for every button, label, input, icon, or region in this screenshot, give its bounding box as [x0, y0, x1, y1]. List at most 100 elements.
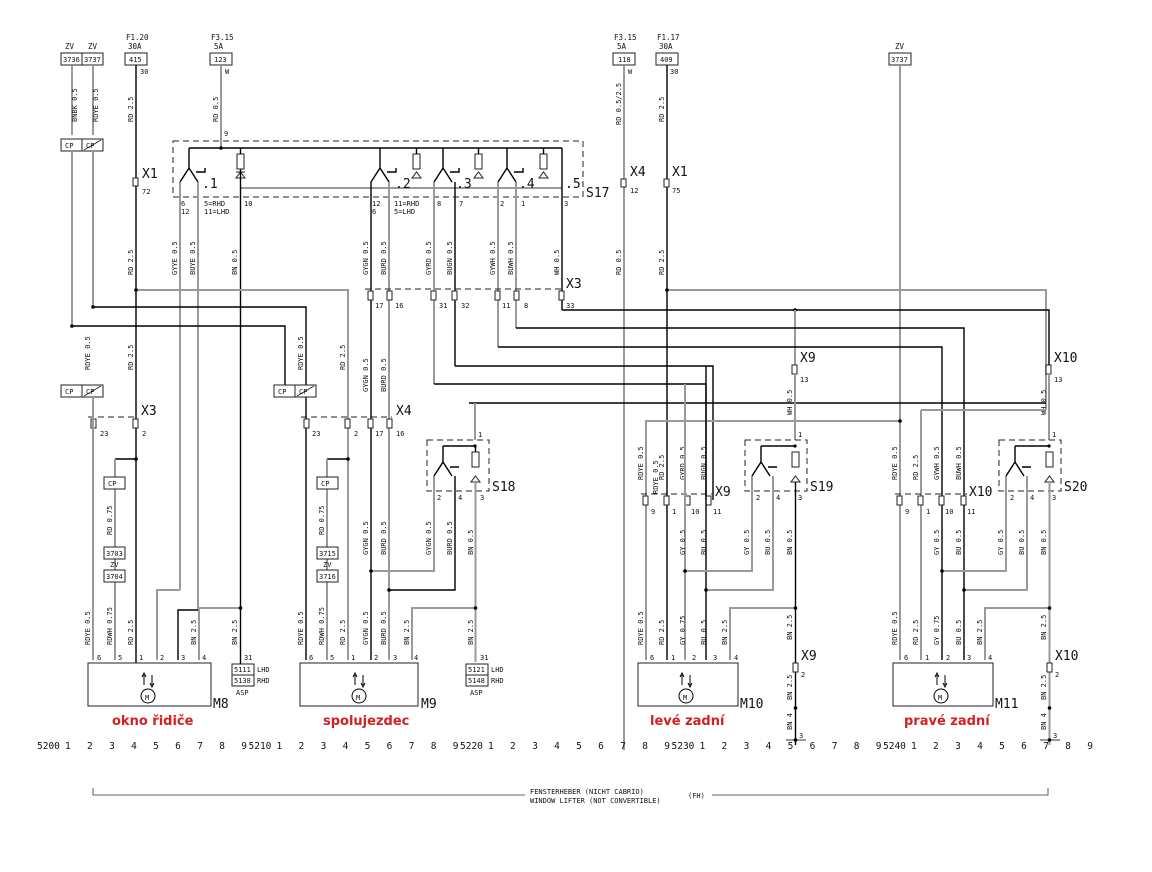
wire-rdye-cross	[93, 306, 307, 660]
fuse-rating: 5A	[214, 42, 224, 51]
ruler-digit: 9	[664, 741, 670, 752]
wire-label: BURD 0.5	[380, 611, 388, 645]
pin-label: 6	[309, 654, 313, 662]
motor-symbol: M	[351, 671, 367, 704]
x9-label: X9	[800, 351, 816, 366]
pin-label: 2	[946, 654, 950, 662]
ground-number: 5111	[234, 666, 251, 674]
motor-caption: levé zadní	[650, 714, 726, 729]
x1-pin	[132, 177, 139, 187]
pin-label: 31	[244, 654, 252, 662]
motor-glyph: M	[145, 694, 149, 702]
pin-label: 12	[372, 200, 380, 208]
wire-label: RD 0.5	[615, 250, 623, 275]
ruler-section: 5210	[249, 741, 272, 752]
x4-label: X4	[630, 165, 646, 180]
wire-label: GYGN 0.5	[362, 358, 370, 392]
ground-tag: LHD	[491, 666, 504, 674]
wire-label: BN 0.5	[231, 250, 239, 275]
ruler-digit: 7	[409, 741, 415, 752]
ruler-digit: 2	[933, 741, 939, 752]
ruler-digit: 9	[453, 741, 459, 752]
door-switch-s20: 1 S20 2 4 3 GY 0.5 BU 0.5 BN 0.5	[940, 431, 1087, 745]
cp-label: CP	[65, 142, 73, 150]
pin-label: 2	[142, 430, 146, 438]
ruler-digit: 5	[153, 741, 159, 752]
ruler-digit: 3	[955, 741, 961, 752]
pin-label: 1	[139, 654, 143, 662]
pin-label: 9	[651, 508, 655, 516]
pin-label: 6	[372, 208, 376, 216]
wire-label: BN 2.5	[1040, 615, 1048, 640]
wire-label: BU 0.5	[955, 620, 963, 645]
wire-label: BN 2.5	[403, 620, 411, 645]
zv-label: ZV	[110, 561, 119, 569]
pin-label: 2	[374, 654, 378, 662]
pin-label: 5	[118, 654, 122, 662]
pin-label: 3	[393, 654, 397, 662]
zv-box: 3704	[106, 573, 123, 581]
pin-label: 2	[692, 654, 696, 662]
wire-bugn-route	[455, 365, 714, 500]
pin-label: 31	[439, 302, 447, 310]
wire-label: RD 2.5	[339, 620, 347, 645]
pin-label: 11=LHD	[204, 208, 229, 216]
x10-label: X10	[969, 485, 992, 500]
fuse-label: F3.15	[614, 33, 637, 42]
title-block: FENSTERHEBER (NICHT CABRIO) WINDOW LIFTE…	[92, 788, 1049, 805]
wire-label: BURD 0.5	[380, 521, 388, 555]
pin-label: 1	[925, 654, 929, 662]
wire-label: RD 2.5	[658, 620, 666, 645]
pin-label: 1	[521, 200, 525, 208]
connector-x3-lower: X3 23 2	[88, 404, 157, 438]
ground-caption: ASP	[236, 689, 249, 697]
wire-label: BUWH 0.5	[507, 241, 515, 275]
source-zv-3737-right: ZV 3737	[888, 42, 912, 66]
ruler-section: 5230	[672, 741, 695, 752]
wire-bnbk-cross	[72, 325, 286, 395]
pin-label: 31	[480, 654, 488, 662]
ruler-digit: 2	[510, 741, 516, 752]
x1-label: X1	[672, 165, 688, 180]
wire-label: RD 2.5	[127, 620, 135, 645]
wire-label: BU 0.5	[955, 530, 963, 555]
terminal-number: 415	[129, 56, 142, 64]
ground-tag: RHD	[257, 677, 270, 685]
fuse-label: F1.20	[126, 33, 149, 42]
wire-label: RDYE 0.5	[297, 611, 305, 645]
zv-label: ZV	[65, 42, 75, 51]
wire-label: RD 2.5	[127, 97, 135, 122]
wire-label: GYGN 0.5	[362, 241, 370, 275]
door-switch-s19: 1 S19 2 4 3 GY 0.5 BU 0.5 BN 0.5	[683, 431, 833, 745]
pin-label: 8	[437, 200, 441, 208]
wire-label: GYRD 0.5	[679, 446, 687, 480]
x9-label: X9	[801, 649, 817, 664]
wire-label: BN 4	[786, 713, 794, 730]
pin-label: W	[225, 68, 230, 76]
wire-label: RDYE 0.5	[891, 446, 899, 480]
wire-label: GYRD 0.5	[425, 241, 433, 275]
wire-label: RD 0.75	[106, 505, 114, 535]
ruler-digit: 4	[766, 741, 772, 752]
wire-label: BN 2.5	[467, 620, 475, 645]
pin-label: 1	[1052, 431, 1056, 439]
ruler-digit: 1	[911, 741, 917, 752]
wire-rd25-right-branch	[667, 289, 1047, 410]
cp-block-top: CP CP	[60, 138, 104, 152]
wire-label: BN 2.5	[786, 615, 794, 640]
fuse-rating: 5A	[617, 42, 627, 51]
ruler-digit: 8	[431, 741, 437, 752]
pin-label: 17	[375, 302, 383, 310]
pin-label: 2	[354, 430, 358, 438]
motor-m10-group: X9 13 WH 0.5 RDYE 0.5 RDYE 0.5 RD 2.5 GY…	[637, 351, 902, 745]
cp-block-left: CP CP	[60, 384, 104, 398]
motor-symbol: M	[678, 671, 694, 704]
ruler-digit: 4	[554, 741, 560, 752]
wire-label: RDWH 0.75	[318, 607, 326, 645]
motor-glyph: M	[356, 694, 360, 702]
pin-label: 3	[798, 494, 802, 502]
zv-label: ZV	[323, 561, 332, 569]
pin-label: 13	[1054, 376, 1062, 384]
pin-label: 6	[181, 200, 185, 208]
